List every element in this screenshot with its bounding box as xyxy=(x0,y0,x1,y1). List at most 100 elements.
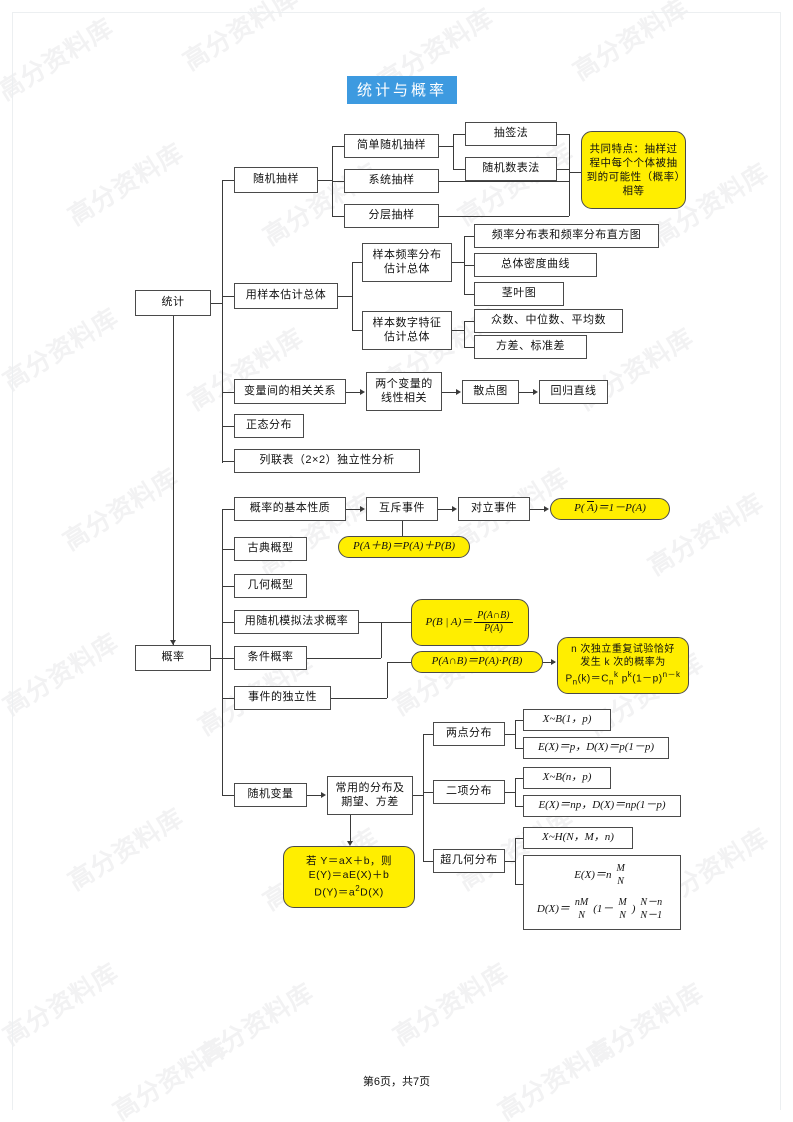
watermark-text: 高分资料库 xyxy=(193,978,319,1072)
watermark-text: 高分资料库 xyxy=(568,0,694,87)
connector-estimate-to-freq xyxy=(352,262,362,263)
formula-conditional-fraction: P(A∩B) P(A) xyxy=(474,610,513,636)
connector-stub-conditional xyxy=(222,658,234,659)
watermark-text: 高分资料库 xyxy=(58,463,184,557)
node-formula-conditional-probability[interactable]: P(B | A)＝ P(A∩B) P(A) xyxy=(411,599,529,646)
node-line-2: 估计总体 xyxy=(384,330,430,343)
connector-two-point-out xyxy=(505,734,515,735)
connector-to-two-point xyxy=(423,734,433,735)
arrow-to-bernoulli-icon xyxy=(551,658,556,665)
node-two-point-moments[interactable]: E(X)＝p，D(X)＝p(1－p) xyxy=(523,737,669,759)
node-line-1: 常用的分布及 xyxy=(335,781,405,794)
connector-table-collect xyxy=(557,169,569,170)
connector-hypergeometric-out xyxy=(505,861,515,862)
node-mutually-exclusive-events[interactable]: 互斥事件 xyxy=(366,497,438,521)
node-regression-line[interactable]: 回归直线 xyxy=(539,380,608,404)
node-variance-stddev[interactable]: 方差、标准差 xyxy=(474,335,587,359)
node-hypergeometric-distribution[interactable]: 超几何分布 xyxy=(433,849,505,873)
node-formula-independence[interactable]: P(A∩B)＝P(A)·P(B) xyxy=(411,651,543,673)
node-hypergeometric-model[interactable]: X~H(N，M，n) xyxy=(523,827,633,849)
node-sample-numeric-features[interactable]: 样本数字特征 估计总体 xyxy=(362,311,452,350)
arrow-rv-to-common-icon xyxy=(321,791,326,798)
node-binomial-distribution[interactable]: 二项分布 xyxy=(433,780,505,804)
node-common-distributions-moments[interactable]: 常用的分布及 期望、方差 xyxy=(327,776,413,815)
node-sampling-common-feature[interactable]: 共同特点：抽样过程中每个个体被抽到的可能性（概率）相等 xyxy=(581,131,686,209)
node-contingency-independence-analysis[interactable]: 列联表（2×2）独立性分析 xyxy=(234,449,420,473)
node-estimate-population[interactable]: 用样本估计总体 xyxy=(234,283,338,309)
node-random-number-table-method[interactable]: 随机数表法 xyxy=(465,157,557,181)
connector-numeric-out xyxy=(452,330,464,331)
node-random-variable[interactable]: 随机变量 xyxy=(234,783,307,807)
node-statistics-root[interactable]: 统计 xyxy=(135,290,211,316)
linear-transform-line-3: D(Y)＝a2D(X) xyxy=(314,884,384,899)
formula-conditional-numerator: P(A∩B) xyxy=(474,610,513,623)
arrow-complementary-to-formula-icon xyxy=(544,505,549,512)
node-variable-correlation[interactable]: 变量间的相关关系 xyxy=(234,379,346,404)
connector-collector-to-note xyxy=(569,172,581,173)
node-stratified-sampling[interactable]: 分层抽样 xyxy=(344,204,439,228)
node-bernoulli-trials-note[interactable]: n 次独立重复试验恰好 发生 k 次的概率为 Pn(k)＝Cnk pk(1－p)… xyxy=(557,637,689,694)
connector-sampling-collector xyxy=(569,134,570,216)
node-random-simulation-probability[interactable]: 用随机模拟法求概率 xyxy=(234,610,359,634)
connector-basic-to-exclusive xyxy=(346,509,362,510)
node-line-1: 样本数字特征 xyxy=(372,316,442,329)
node-scatter-plot[interactable]: 散点图 xyxy=(462,380,519,404)
node-conditional-probability[interactable]: 条件概率 xyxy=(234,646,307,670)
node-probability-basic-properties[interactable]: 概率的基本性质 xyxy=(234,497,346,521)
connector-hyper-to-model xyxy=(515,838,523,839)
node-random-sampling[interactable]: 随机抽样 xyxy=(234,167,318,193)
node-two-point-distribution[interactable]: 两点分布 xyxy=(433,722,505,746)
node-two-variable-linear-correlation[interactable]: 两个变量的 线性相关 xyxy=(366,372,442,411)
node-two-point-model[interactable]: X~B(1，p) xyxy=(523,709,611,731)
connector-statistics-trunk-h xyxy=(211,303,222,304)
connector-simple-to-lot xyxy=(453,134,465,135)
connector-stub-normal xyxy=(222,426,234,427)
node-frequency-table-and-histogram[interactable]: 频率分布表和频率分布直方图 xyxy=(474,224,659,248)
connector-estimate-out xyxy=(338,296,352,297)
connector-estimate-fan xyxy=(352,262,353,330)
node-line-2: 期望、方差 xyxy=(341,795,399,808)
arrow-to-probability-icon xyxy=(169,640,176,645)
node-sample-frequency-distribution[interactable]: 样本频率分布 估计总体 xyxy=(362,243,452,282)
connector-simple-out xyxy=(439,146,453,147)
node-population-density-curve[interactable]: 总体密度曲线 xyxy=(474,253,597,277)
formula-complement-text: P( A)＝1－P(A) xyxy=(574,501,646,515)
node-stem-and-leaf-plot[interactable]: 茎叶图 xyxy=(474,282,564,306)
node-linear-transform-note[interactable]: 若 Y＝aX＋b，则 E(Y)＝aE(X)＋b D(Y)＝a2D(X) xyxy=(283,846,415,908)
node-systematic-sampling[interactable]: 系统抽样 xyxy=(344,169,439,193)
node-binomial-model[interactable]: X~B(n，p) xyxy=(523,767,611,789)
node-formula-addition[interactable]: P(A＋B)＝P(A)＋P(B) xyxy=(338,536,470,558)
node-binomial-moments[interactable]: E(X)＝np，D(X)＝np(1－p) xyxy=(523,795,681,817)
node-probability-root[interactable]: 概率 xyxy=(135,645,211,671)
connector-binomial-out xyxy=(505,792,515,793)
node-simple-random-sampling[interactable]: 简单随机抽样 xyxy=(344,134,439,158)
linear-transform-line-2: E(Y)＝aE(X)＋b xyxy=(308,869,390,882)
node-lottery-method[interactable]: 抽签法 xyxy=(465,122,557,146)
connector-probability-spine xyxy=(222,509,223,796)
node-geometric-model[interactable]: 几何概型 xyxy=(234,574,307,598)
arrow-exclusive-to-complementary-icon xyxy=(452,505,457,512)
node-complementary-events[interactable]: 对立事件 xyxy=(458,497,530,521)
connector-stub-independence xyxy=(222,698,234,699)
node-classical-model[interactable]: 古典概型 xyxy=(234,537,307,561)
connector-statistics-to-probability xyxy=(173,316,174,645)
node-line-1: 样本频率分布 xyxy=(372,248,442,261)
watermark-text: 高分资料库 xyxy=(63,803,189,897)
watermark-text: 高分资料库 xyxy=(0,13,119,107)
node-normal-distribution[interactable]: 正态分布 xyxy=(234,414,304,438)
watermark-text: 高分资料库 xyxy=(583,978,709,1072)
arrow-scatter-to-regression-icon xyxy=(533,388,538,395)
connector-rv-to-common xyxy=(307,795,323,796)
page-border-left xyxy=(12,12,13,1110)
node-event-independence[interactable]: 事件的独立性 xyxy=(234,686,331,710)
node-formula-complement[interactable]: P( A)＝1－P(A) xyxy=(550,498,670,520)
arrow-linear-to-scatter-icon xyxy=(456,388,461,395)
node-line-2: 估计总体 xyxy=(384,262,430,275)
arrow-correlation-to-linear-icon xyxy=(360,388,365,395)
connector-numeric-fan xyxy=(464,321,465,347)
node-mode-median-mean[interactable]: 众数、中位数、平均数 xyxy=(474,309,623,333)
bernoulli-line-2: 发生 k 次的概率为 xyxy=(580,657,666,669)
watermark-text: 高分资料库 xyxy=(0,628,124,722)
